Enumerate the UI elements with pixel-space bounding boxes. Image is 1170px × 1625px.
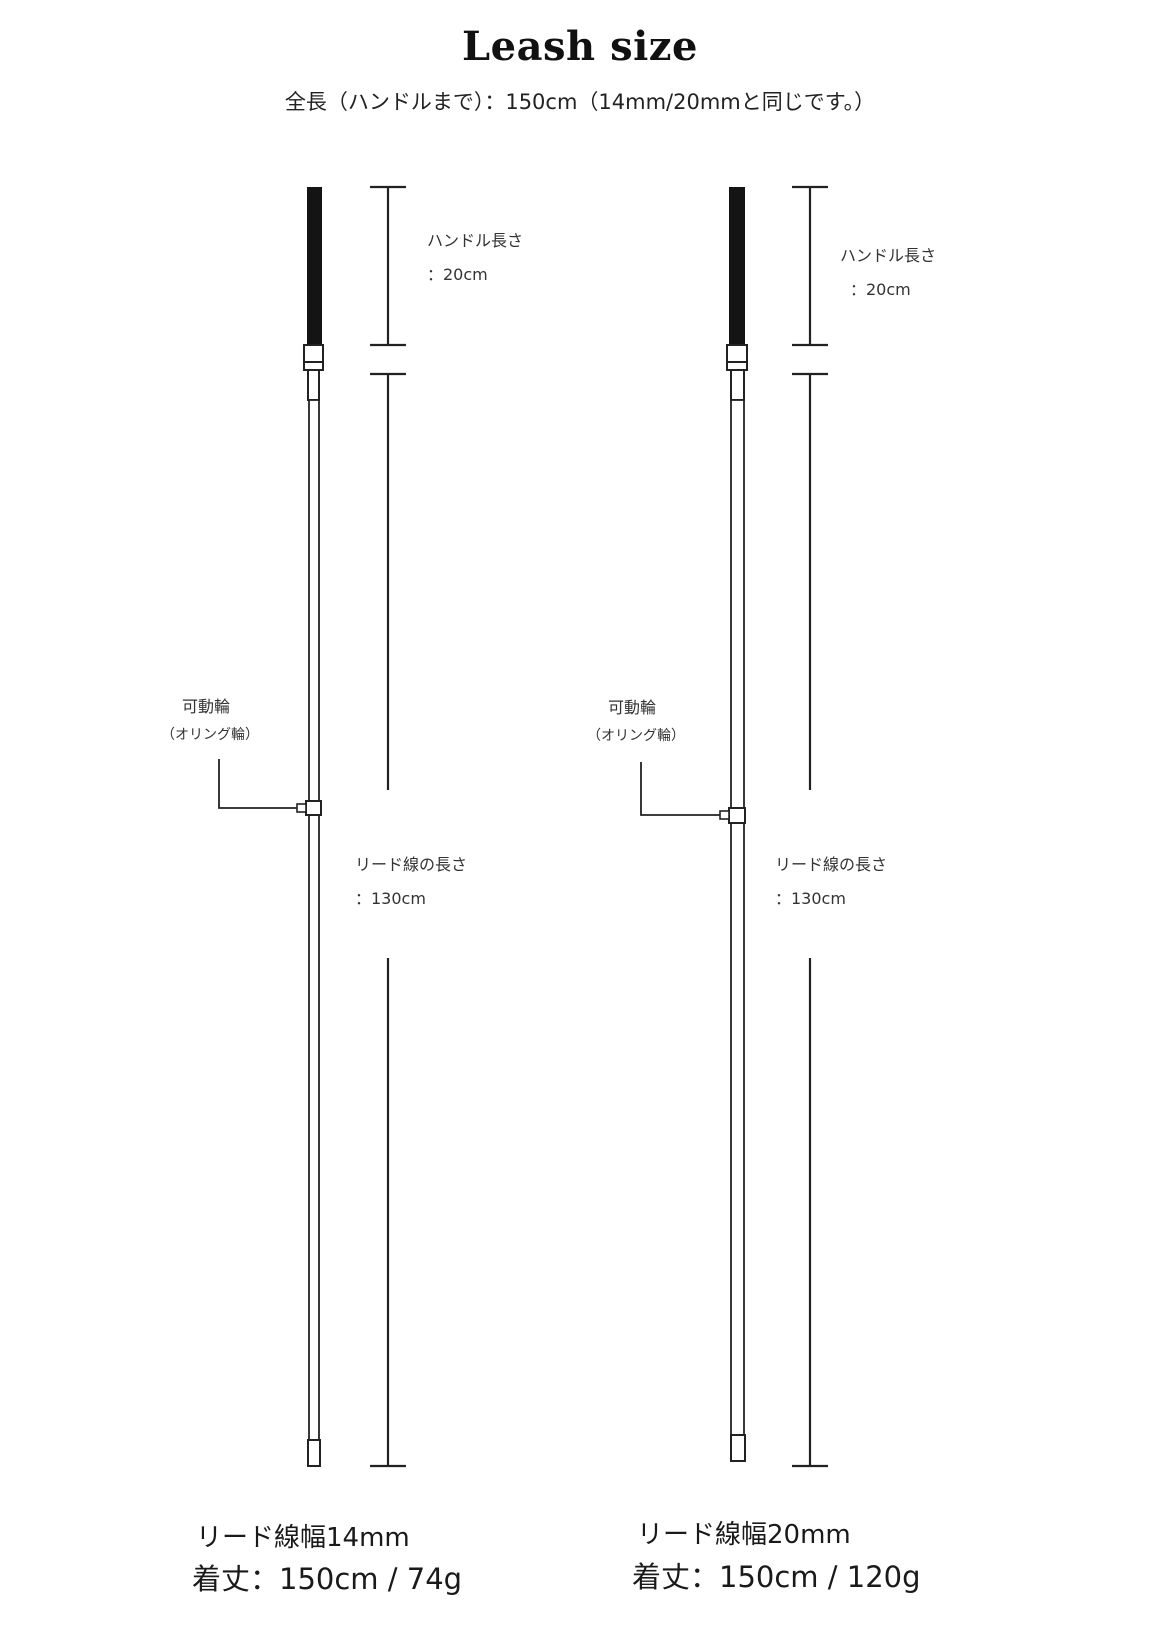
o-ring-tab — [296, 803, 307, 813]
leash-end-tip — [730, 1434, 746, 1462]
leash-14mm: 可動輪 （オリング輪） ハンドル長さ ：20cm リード線の長さ ：130cm … — [161, 185, 523, 1596]
line-length-label: リード線の長さ — [355, 855, 467, 874]
handle-length-label: ハンドル長さ — [840, 246, 936, 265]
length-weight-spec: 着丈：150cm / 74g — [192, 1562, 462, 1596]
o-ring — [305, 800, 322, 816]
ring-pointer-line — [218, 759, 297, 809]
handle-connector — [303, 344, 324, 371]
ring-label: 可動輪 — [608, 698, 656, 717]
connector-stem — [307, 369, 320, 401]
ring-sublabel: （オリング輪） — [161, 726, 259, 743]
leash-handle — [729, 187, 745, 345]
leash-strap — [308, 399, 320, 1441]
leash-20mm: 可動輪 （オリング輪） ハンドル長さ ：20cm リード線の長さ ：130cm … — [587, 185, 936, 1594]
ring-pointer-line — [640, 762, 720, 816]
length-weight-spec: 着丈：150cm / 120g — [632, 1560, 921, 1594]
ring-sublabel: （オリング輪） — [587, 727, 685, 744]
line-length-value: ：130cm — [775, 889, 846, 908]
handle-connector — [726, 344, 748, 371]
o-ring-tab — [719, 810, 730, 820]
ring-label: 可動輪 — [182, 697, 230, 716]
leash-end-tip — [307, 1439, 321, 1467]
handle-length-label: ハンドル長さ — [427, 231, 523, 250]
leash-handle — [307, 187, 322, 345]
page-subtitle: 全長（ハンドルまで）：150cm（14mm/20mmと同じです。） — [285, 90, 875, 114]
leash-strap — [730, 399, 745, 1436]
line-length-value: ：130cm — [355, 889, 426, 908]
o-ring — [728, 807, 746, 824]
line-length-label: リード線の長さ — [775, 855, 887, 874]
handle-length-value: ：20cm — [850, 280, 911, 299]
strap-width-label: リード線幅20mm — [637, 1520, 851, 1550]
page-title: Leash size — [462, 23, 698, 70]
connector-stem — [730, 369, 745, 401]
strap-width-label: リード線幅14mm — [196, 1523, 410, 1553]
handle-length-value: ：20cm — [427, 265, 488, 284]
